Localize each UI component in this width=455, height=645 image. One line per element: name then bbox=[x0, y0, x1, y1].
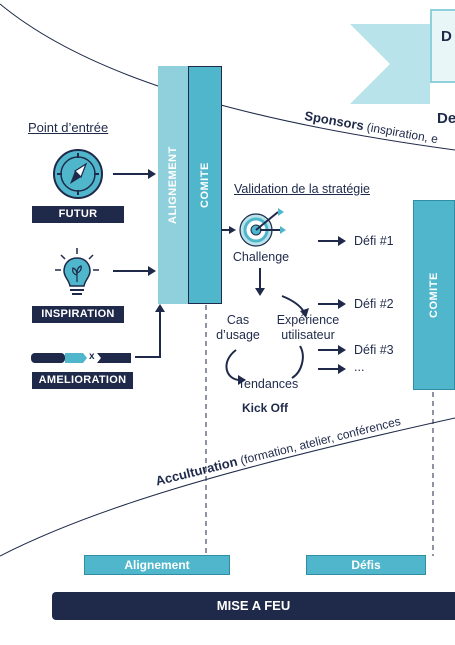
acculturation-curve bbox=[0, 417, 455, 557]
entry-point-title: Point d’entrée bbox=[28, 120, 109, 135]
header-arrow-shape bbox=[350, 24, 430, 104]
defi-2: Défi #2 bbox=[354, 297, 394, 311]
defi-more: ... bbox=[354, 360, 365, 374]
pencil-icon bbox=[31, 350, 133, 366]
cas-usage-line1: Cas bbox=[226, 313, 250, 327]
alignement-phase-button[interactable]: Alignement bbox=[84, 555, 230, 575]
alignement-column: ALIGNEMENT bbox=[158, 66, 188, 304]
strategy-title: Validation de la stratégie bbox=[234, 182, 370, 196]
tendances-label: Tendances bbox=[237, 377, 299, 391]
header-box bbox=[430, 9, 455, 83]
cas-usage-line2: d’usage bbox=[216, 328, 260, 342]
target-icon bbox=[238, 206, 286, 248]
defi-3: Défi #3 bbox=[354, 343, 394, 357]
defis-phase-button[interactable]: Défis bbox=[306, 555, 426, 575]
experience-line2: utilisateur bbox=[281, 328, 335, 342]
amelioration-label: AMELIORATION bbox=[32, 372, 133, 389]
lightbulb-icon bbox=[52, 246, 102, 298]
compass-icon bbox=[52, 148, 104, 200]
comite-column-right: COMITE bbox=[413, 200, 455, 390]
defi-1: Défi #1 bbox=[354, 234, 394, 248]
comite-column-left: COMITE bbox=[188, 66, 222, 304]
experience-line1: Expérience bbox=[276, 313, 340, 327]
inspiration-label: INSPIRATION bbox=[32, 306, 124, 323]
amelioration-mark: x bbox=[89, 351, 95, 362]
header-title-fragment: D bbox=[441, 28, 452, 45]
comite-right-label: COMITE bbox=[428, 272, 440, 318]
challenge-label: Challenge bbox=[232, 250, 290, 264]
kickoff-label: Kick Off bbox=[241, 401, 288, 415]
comite-left-label: COMITE bbox=[199, 162, 211, 208]
futur-label: FUTUR bbox=[32, 206, 124, 223]
header-subtitle-fragment: De bbox=[437, 110, 455, 127]
mise-a-feu-banner: MISE A FEU bbox=[52, 592, 455, 620]
alignement-column-label: ALIGNEMENT bbox=[167, 146, 179, 224]
